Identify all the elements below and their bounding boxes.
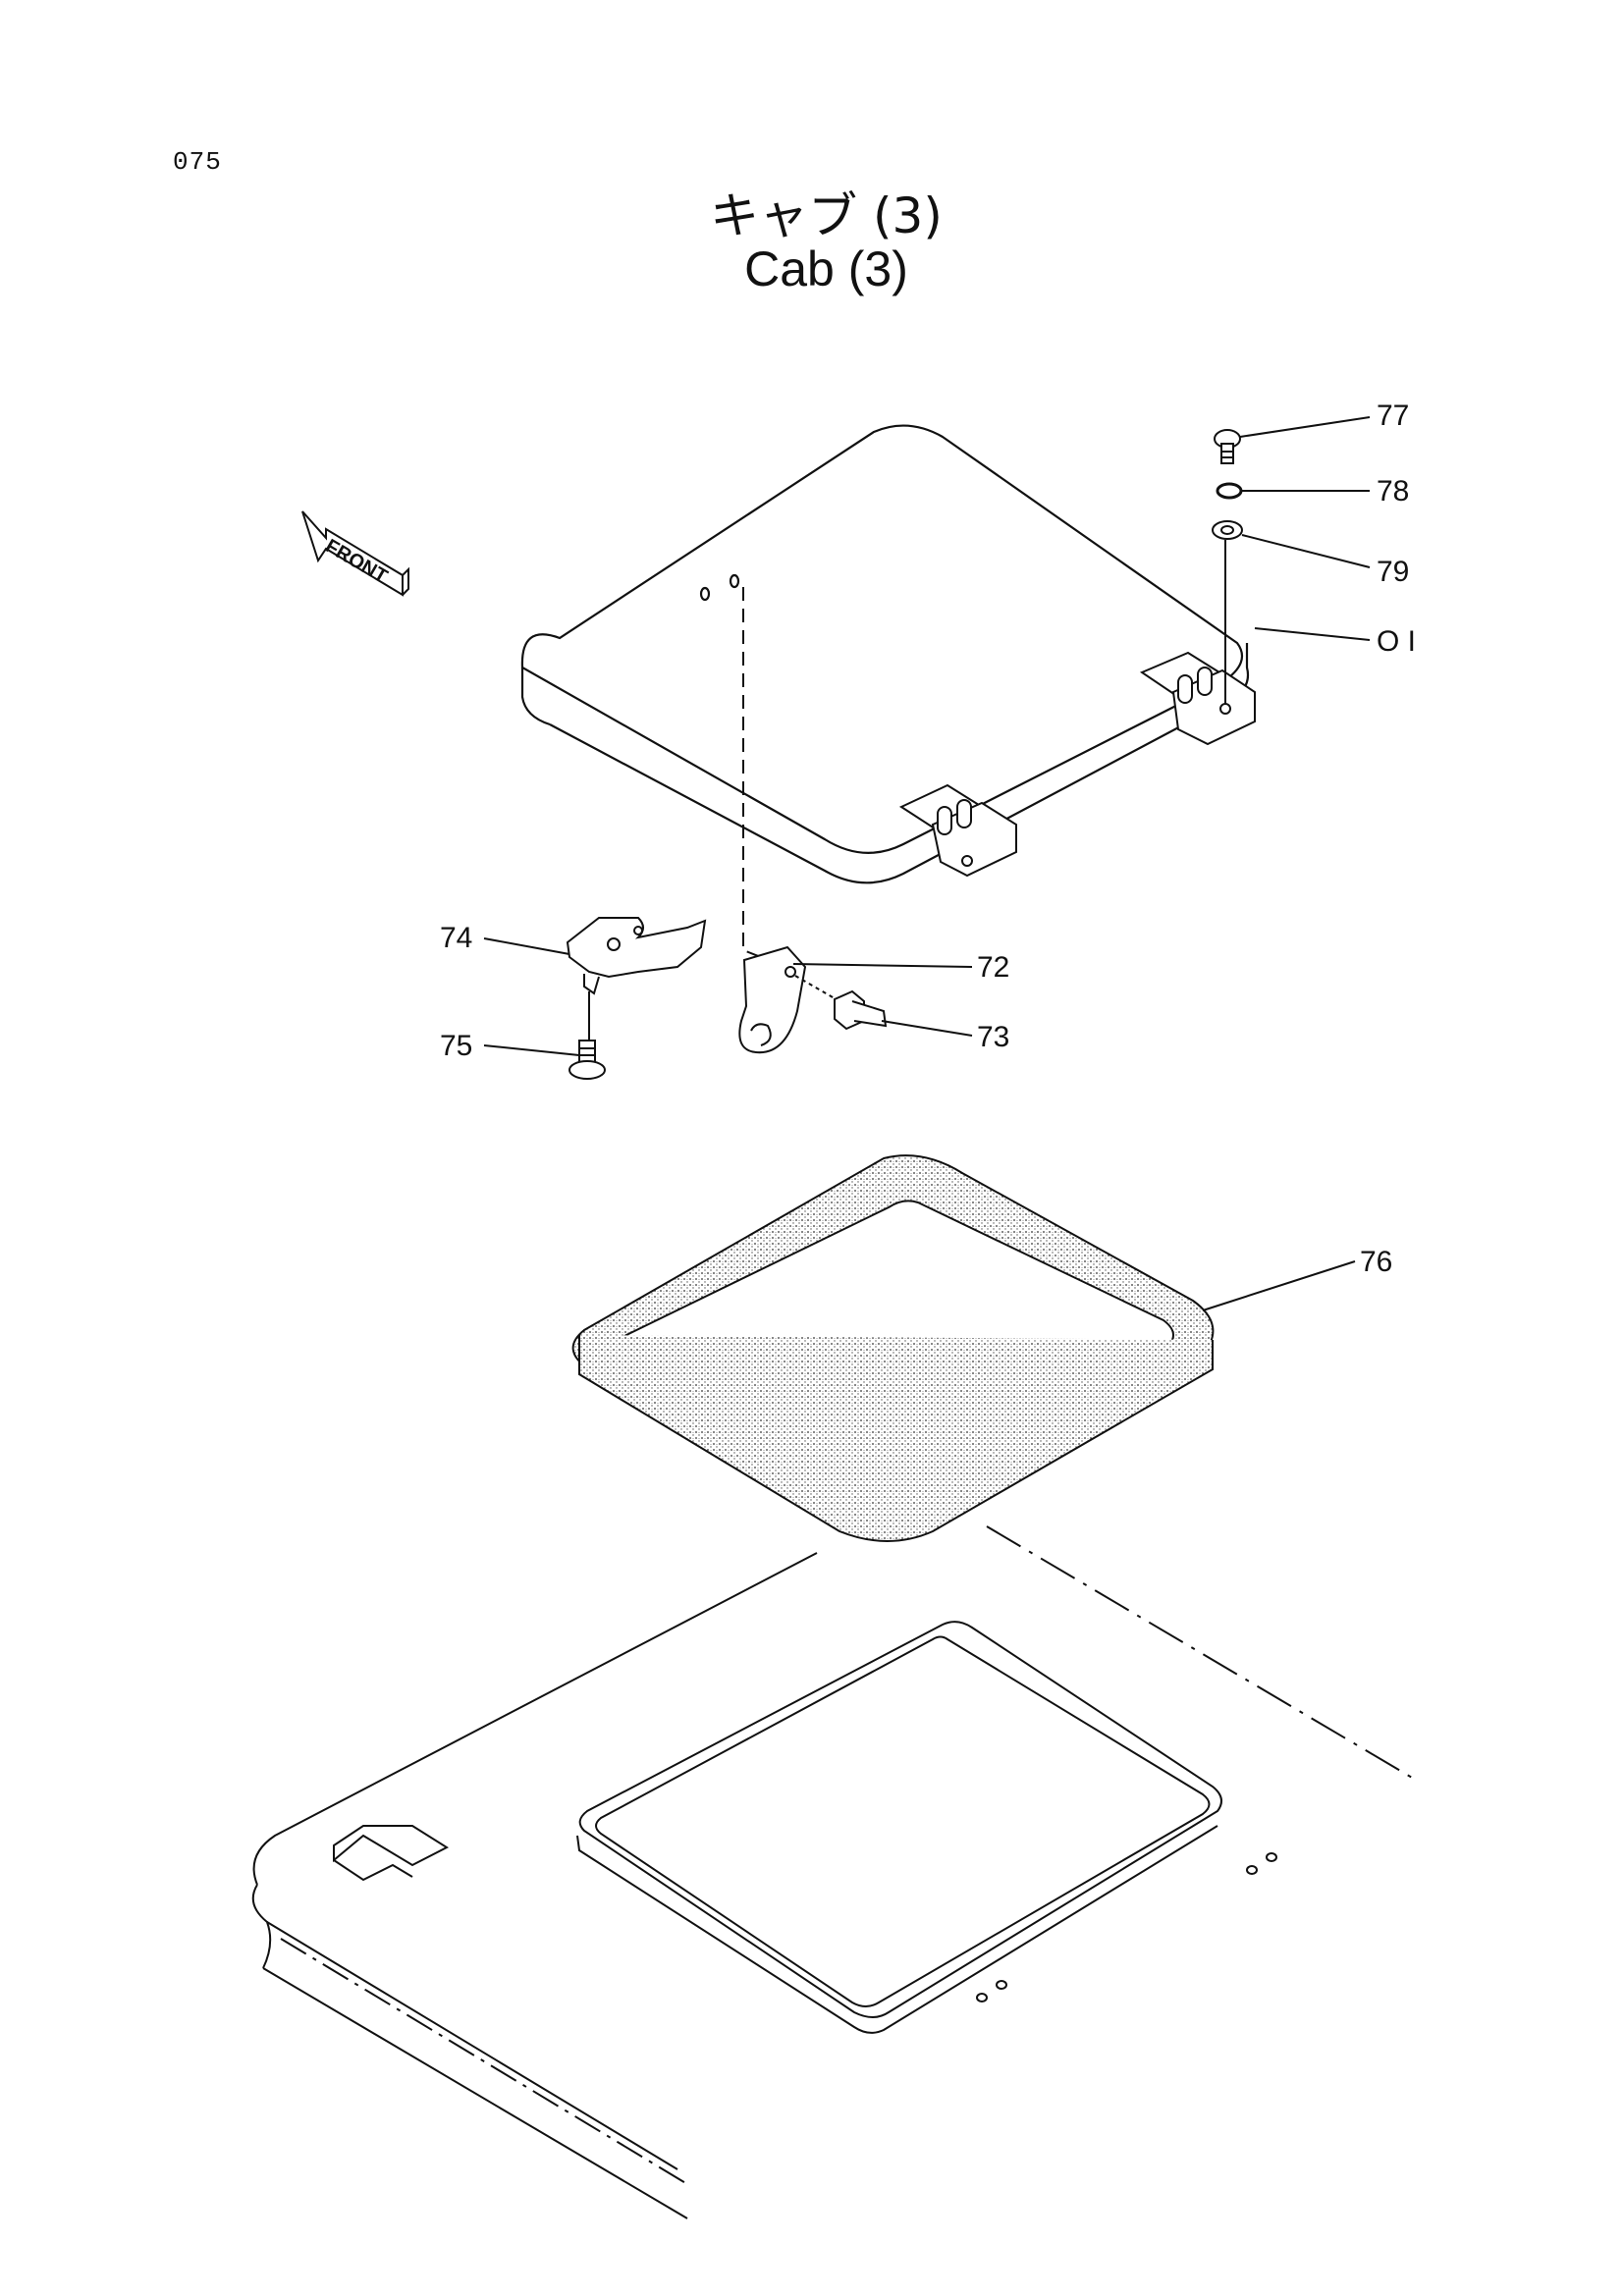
screw-77 bbox=[1214, 429, 1241, 464]
screw-75 bbox=[568, 1040, 606, 1080]
callout-75: 75 bbox=[440, 1030, 472, 1062]
hinge-front bbox=[898, 783, 1017, 878]
roof-hatch-lid bbox=[520, 424, 1250, 884]
callout-74: 74 bbox=[440, 922, 472, 954]
front-arrow-icon bbox=[301, 510, 409, 597]
assembly-line-72 bbox=[742, 587, 762, 958]
title-japanese: キャブ (3) bbox=[710, 187, 943, 244]
callout-77: 77 bbox=[1377, 400, 1409, 432]
callout-79: 79 bbox=[1377, 556, 1409, 588]
title-english: Cab (3) bbox=[744, 241, 908, 296]
bolt-73 bbox=[794, 975, 888, 1031]
callout-72: 72 bbox=[977, 951, 1009, 984]
callout-01: O I bbox=[1377, 625, 1416, 658]
lock-washer-78 bbox=[1216, 482, 1243, 500]
callout-76: 76 bbox=[1360, 1246, 1392, 1278]
leader-lines bbox=[483, 416, 1371, 1311]
page-number: 075 bbox=[173, 147, 222, 177]
washer-79 bbox=[1212, 520, 1243, 540]
cab-roof-panel bbox=[251, 1525, 1420, 2219]
callout-78: 78 bbox=[1377, 475, 1409, 507]
bracket-72 bbox=[738, 945, 807, 1054]
seal-76 bbox=[571, 1154, 1215, 1542]
callout-73: 73 bbox=[977, 1021, 1009, 1053]
latch-74 bbox=[566, 917, 707, 995]
